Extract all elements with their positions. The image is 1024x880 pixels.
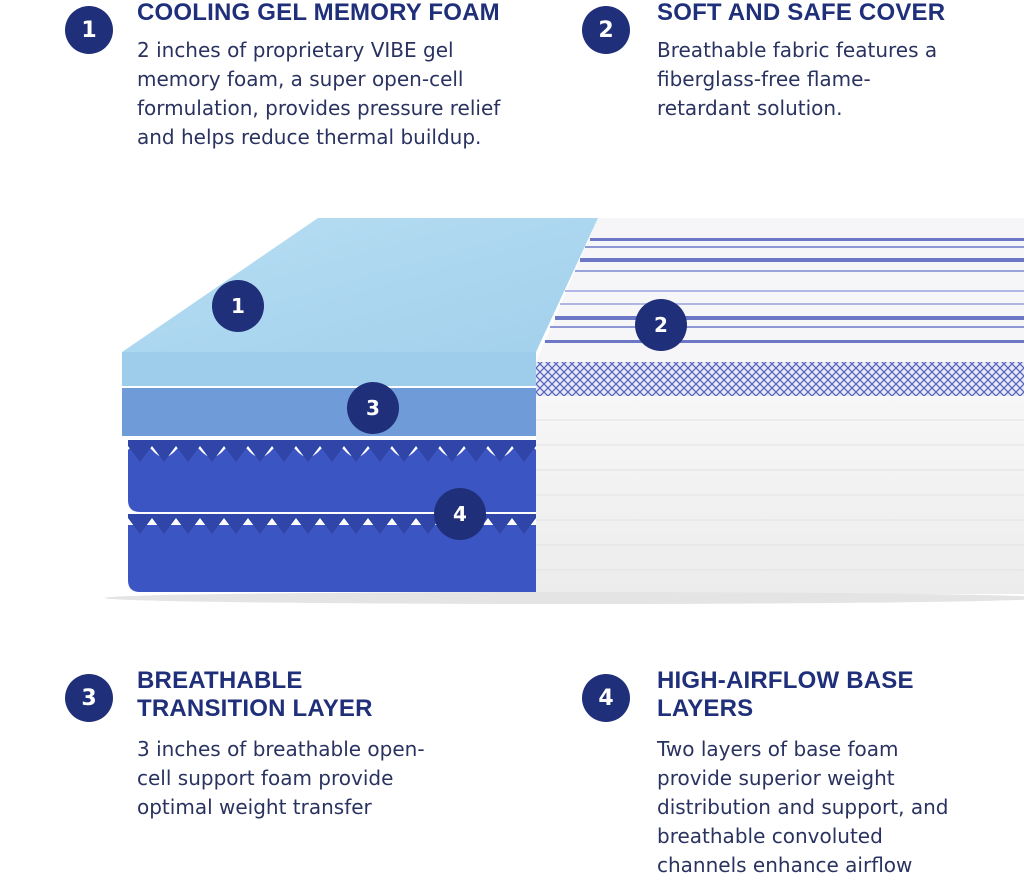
feature-desc-1: 2 inches of proprietary VIBE gel memory … — [137, 36, 500, 152]
layer-base-lower — [128, 514, 536, 592]
feature-desc-1-line: and helps reduce thermal buildup. — [137, 125, 482, 149]
feature-title-3-line: BREATHABLE — [137, 667, 303, 694]
feature-desc-1-line: formulation, provides pressure relief — [137, 96, 501, 120]
feature-desc-4: Two layers of base foam provide superior… — [657, 735, 948, 880]
feature-desc-2-line: retardant solution. — [657, 96, 843, 120]
feature-title-3-line: TRANSITION LAYER — [137, 695, 373, 722]
diagram-label-3: 3 — [366, 396, 380, 420]
feature-title-3: BREATHABLE TRANSITION LAYER — [137, 667, 373, 723]
feature-desc-3-line: cell support foam provide — [137, 766, 394, 790]
feature-title-1: COOLING GEL MEMORY FOAM — [137, 0, 500, 26]
feature-desc-3-line: optimal weight transfer — [137, 795, 372, 819]
diagram-badge-3: 3 — [347, 382, 399, 434]
cover-stripe — [580, 258, 1024, 262]
layer-cooling-gel — [122, 218, 598, 386]
mattress-layers-illustration: 1 2 3 4 — [105, 218, 1024, 604]
feature-desc-4-line: provide superior weight — [657, 766, 895, 790]
cover-stripe — [590, 238, 1024, 241]
cover-stripe — [550, 326, 1024, 328]
diagram-label-1: 1 — [231, 294, 245, 318]
diagram-badge-1: 1 — [212, 280, 264, 332]
layer-base-upper — [128, 440, 536, 512]
feature-desc-4-line: Two layers of base foam — [657, 737, 899, 761]
feature-desc-3: 3 inches of breathable open- cell suppor… — [137, 735, 425, 822]
feature-title-4: HIGH-AIRFLOW BASE LAYERS — [657, 667, 914, 723]
feature-title-4-line: LAYERS — [657, 695, 754, 722]
feature-desc-4-line: channels enhance airflow — [657, 853, 913, 877]
cover-stripe — [545, 340, 1024, 343]
ground-shadow — [105, 592, 1024, 604]
feature-badge-2: 2 — [582, 6, 630, 54]
cover-top — [536, 218, 1024, 362]
cover-side-lines — [536, 419, 1024, 571]
feature-badge-3: 3 — [65, 674, 113, 722]
cover-stripe — [565, 290, 1024, 292]
feature-badge-4: 4 — [582, 674, 630, 722]
feature-desc-1-line: 2 inches of proprietary VIBE gel — [137, 38, 454, 62]
cover-stripe — [585, 246, 1024, 248]
feature-title-4-line: HIGH-AIRFLOW BASE — [657, 667, 914, 694]
layer-transition — [122, 388, 536, 436]
diagram-badge-2: 2 — [635, 299, 687, 351]
diagram-label-2: 2 — [654, 313, 668, 337]
feature-desc-2-line: Breathable fabric features a — [657, 38, 938, 62]
cover-mesh-band — [536, 362, 1024, 396]
feature-badge-1: 1 — [65, 6, 113, 54]
diagram-badge-4: 4 — [434, 488, 486, 540]
feature-desc-1-line: memory foam, a super open-cell — [137, 67, 464, 91]
feature-title-2: SOFT AND SAFE COVER — [657, 0, 946, 26]
diagram-label-4: 4 — [453, 502, 467, 526]
feature-desc-4-line: breathable convoluted — [657, 824, 883, 848]
feature-desc-4-line: distribution and support, and — [657, 795, 949, 819]
feature-desc-2-line: fiberglass-free flame- — [657, 67, 871, 91]
feature-desc-2: Breathable fabric features a fiberglass-… — [657, 36, 937, 123]
cover-stripe — [555, 316, 1024, 320]
feature-desc-3-line: 3 inches of breathable open- — [137, 737, 425, 761]
cover-stripe — [575, 270, 1024, 272]
cover-stripe — [560, 303, 1024, 305]
